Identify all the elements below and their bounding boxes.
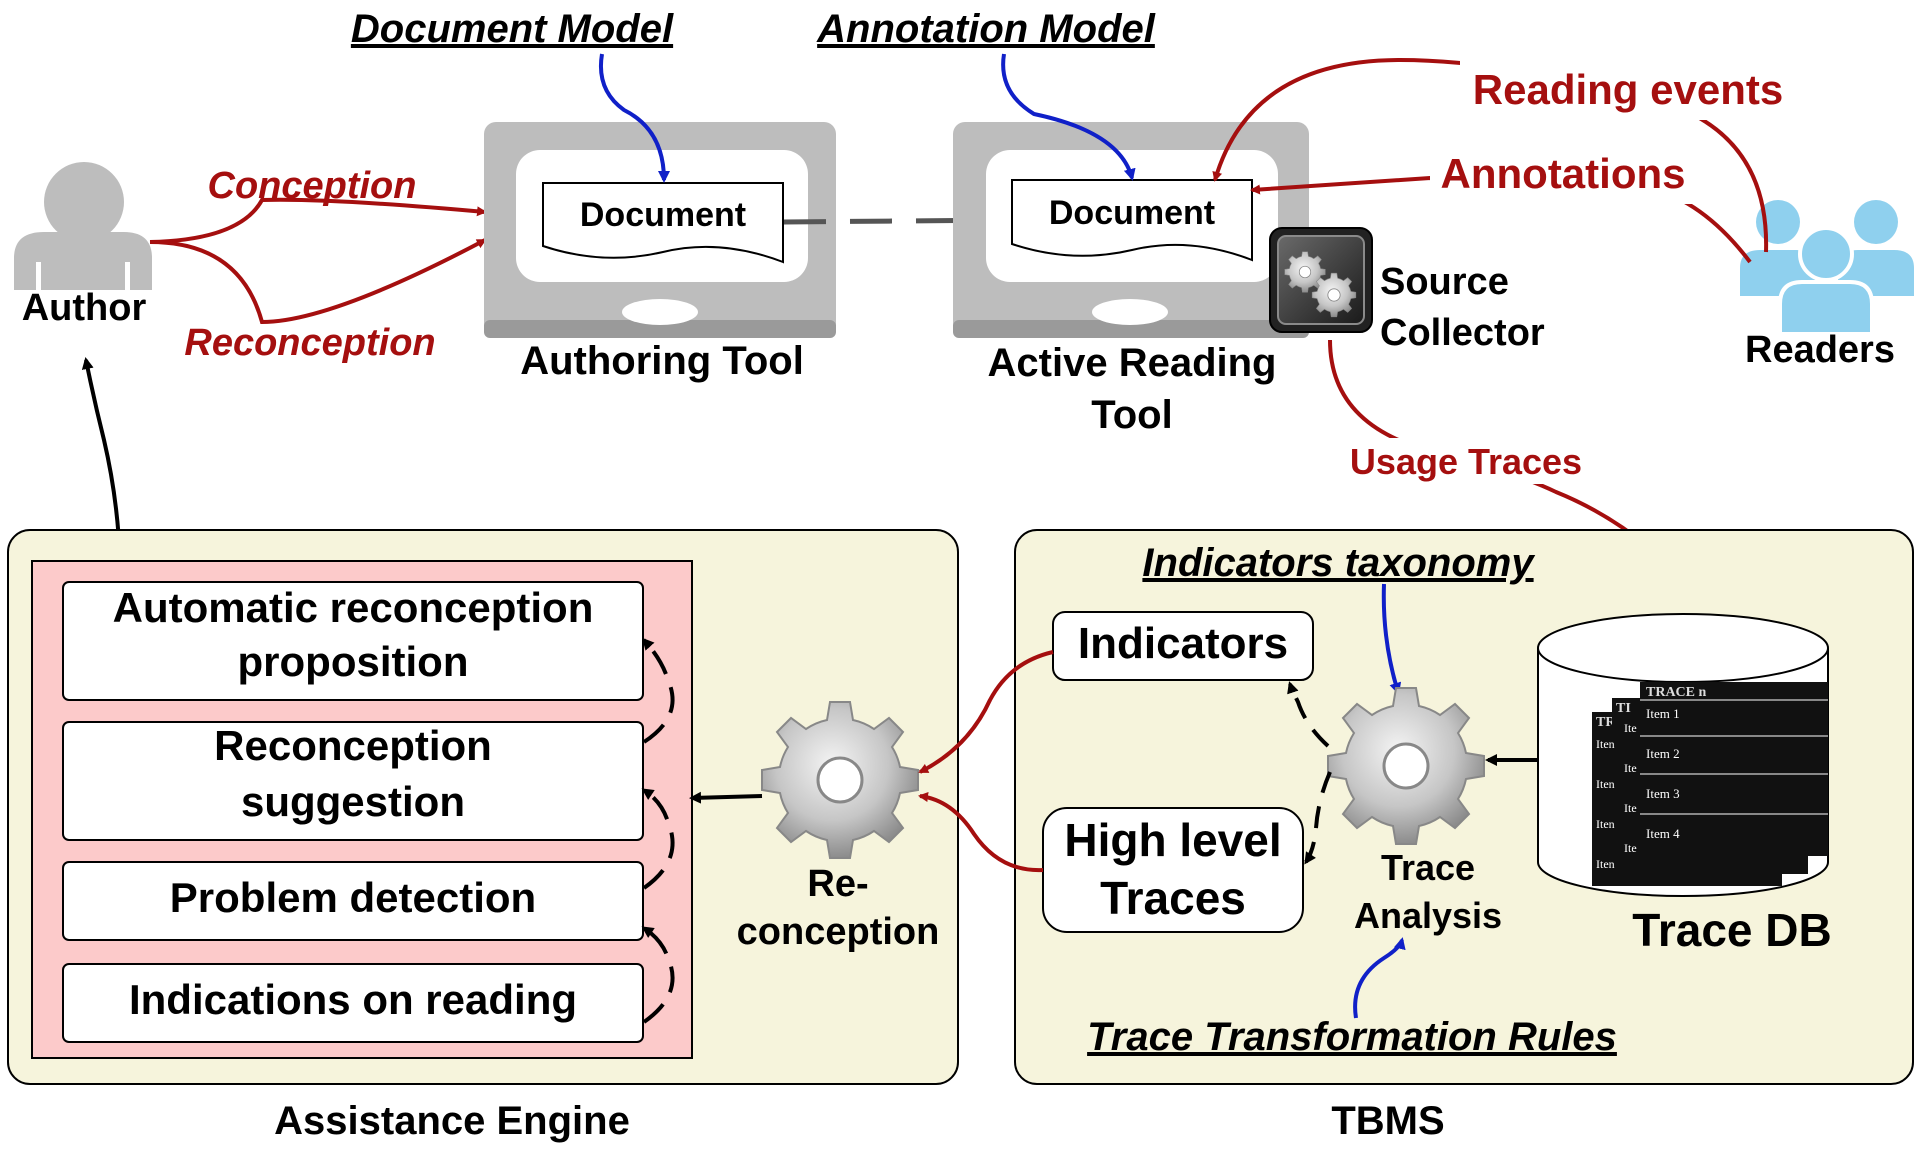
assistance-item-4-line1: Indications on reading <box>129 976 577 1023</box>
assistance-item-1-line1: Automatic reconception <box>113 584 594 631</box>
feedback-to-author-arrow <box>81 357 122 563</box>
trace-sheet-mid-title: TI <box>1616 701 1631 716</box>
escalation-arrow-2-to-1 <box>641 637 675 744</box>
document-2: Document <box>1011 179 1253 262</box>
source-collector-label-line1: Source <box>1380 261 1509 303</box>
trace-sheet-back-title: TR <box>1596 715 1616 730</box>
document-1: Document <box>542 182 784 264</box>
reconception-to-list-arrow <box>689 791 763 804</box>
author-label: Author <box>22 287 147 329</box>
assistance-item-3-line1: Problem detection <box>170 874 536 921</box>
conception-label: Conception <box>208 165 417 207</box>
authoring-tool-label: Authoring Tool <box>520 339 804 383</box>
assistance-item-1: Automatic reconception proposition <box>62 581 644 701</box>
trace-back-item-6: Iten <box>1596 817 1615 831</box>
annotation-model-label: Annotation Model <box>816 7 1156 51</box>
reconception-arrow <box>149 238 487 325</box>
reconception-label: Reconception <box>184 322 435 364</box>
source-collector-gear-icon <box>1269 227 1373 333</box>
trace-back-item-1: Ite <box>1624 721 1637 735</box>
assistance-item-3: Problem detection <box>62 861 644 941</box>
trace-item-3: Item 3 <box>1646 786 1680 801</box>
reading-events-label: Reading events <box>1473 66 1783 113</box>
annotations-label: Annotations <box>1441 150 1686 197</box>
trace-transformation-rules-arrow <box>1353 937 1406 1019</box>
indicators-to-reconception-arrow <box>918 650 1054 774</box>
trace-transformation-rules-label: Trace Transformation Rules <box>1087 1015 1617 1059</box>
trace-analysis-to-indicators-arrow <box>1287 681 1330 748</box>
assistance-item-2-line1: Reconception <box>214 722 492 769</box>
document-model-label: Document Model <box>351 7 674 51</box>
trace-item-1: Item 1 <box>1646 706 1680 721</box>
trace-analysis-label-line2: Analysis <box>1354 895 1502 936</box>
escalation-arrow-3-to-2 <box>641 788 675 890</box>
document-2-label: Document <box>1049 194 1215 232</box>
trace-sheets: TR TI TRACE n Item 1 Item 2 Item 3 Item … <box>1592 682 1828 886</box>
indicators-taxonomy-label: Indicators taxonomy <box>1142 541 1535 585</box>
high-level-traces-to-reconception-arrow <box>918 792 1044 873</box>
assistance-item-4: Indications on reading <box>62 963 644 1043</box>
trace-db-label: Trace DB <box>1632 904 1831 956</box>
annotation-model-arrow <box>1001 53 1136 181</box>
trace-back-item-5: Ite <box>1624 801 1637 815</box>
assistance-engine-label: Assistance Engine <box>274 1099 630 1143</box>
indicators-label: Indicators <box>1078 619 1288 668</box>
reconception-gear-label-line2: conception <box>737 911 940 953</box>
trace-analysis-label-line1: Trace <box>1381 847 1475 888</box>
high-level-traces-line2: Traces <box>1100 872 1246 924</box>
active-reading-tool-label-line1: Active Reading <box>988 341 1277 385</box>
trace-item-4: Item 4 <box>1646 826 1680 841</box>
trace-back-item-2: Iten <box>1596 737 1615 751</box>
trace-item-2: Item 2 <box>1646 746 1680 761</box>
document-model-arrow <box>599 53 670 183</box>
readers-label: Readers <box>1745 329 1895 371</box>
trace-analysis-to-high-level-traces-arrow <box>1304 771 1332 865</box>
usage-traces-label: Usage Traces <box>1350 441 1582 482</box>
author-user-icon <box>14 162 152 290</box>
trace-sheet-front-title: TRACE n <box>1646 685 1707 700</box>
assistance-item-1-line2: proposition <box>238 638 469 685</box>
readers-icon <box>1740 200 1914 336</box>
trace-back-item-7: Ite <box>1624 841 1637 855</box>
high-level-traces-line1: High level <box>1064 814 1281 866</box>
source-collector-label-line2: Collector <box>1380 312 1545 354</box>
tbms-label: TBMS <box>1331 1099 1444 1143</box>
active-reading-tool-label-line2: Tool <box>1091 393 1172 437</box>
trace-back-item-8: Iten <box>1596 857 1615 871</box>
trace-back-item-3: Ite <box>1624 761 1637 775</box>
assistance-item-2-line2: suggestion <box>241 778 465 825</box>
high-level-traces-box: High level Traces <box>1042 807 1304 933</box>
document-link-dashed-arrow <box>783 213 1016 228</box>
indicators-box: Indicators <box>1052 611 1314 681</box>
trace-analysis-gear-icon <box>1326 686 1486 846</box>
document-1-label: Document <box>580 196 746 234</box>
escalation-arrow-4-to-3 <box>641 926 675 1024</box>
trace-back-item-4: Iten <box>1596 777 1615 791</box>
reconception-gear-icon <box>760 700 920 860</box>
conception-arrow <box>149 197 487 244</box>
reconception-gear-label-line1: Re- <box>807 863 868 905</box>
indicators-taxonomy-arrow <box>1381 583 1402 695</box>
assistance-item-2: Reconception suggestion <box>62 721 644 841</box>
